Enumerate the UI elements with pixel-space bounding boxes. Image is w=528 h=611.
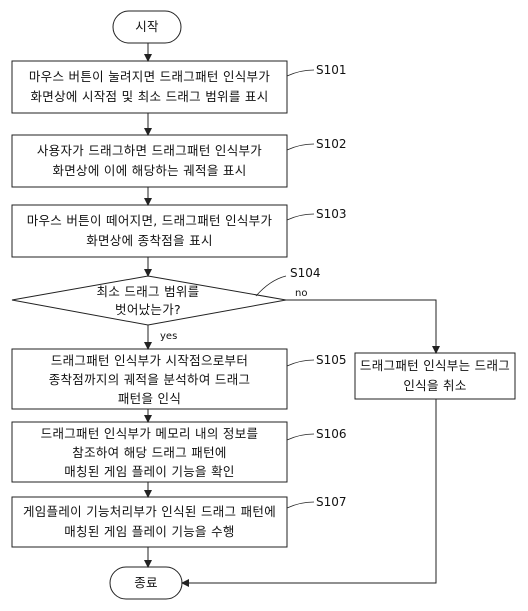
cancel-box xyxy=(354,352,516,400)
step-label-s103: S103 xyxy=(316,207,347,221)
branch-yes-label: yes xyxy=(160,331,178,342)
step-label-s102: S102 xyxy=(316,137,347,151)
decision-s104-text: 최소 드래그 범위를 벗어났는가? xyxy=(96,284,200,317)
step-label-s105: S105 xyxy=(316,353,347,367)
leader-s104 xyxy=(255,275,287,297)
step-s107-text: 게임플레이 기능처리부가 인식된 드래그 패턴에 매칭된 게임 플레이 기능을 … xyxy=(22,504,277,539)
start-terminal xyxy=(112,10,182,44)
leader-s103 xyxy=(286,213,315,221)
step-label-s106: S106 xyxy=(316,427,347,441)
end-label: 종료 xyxy=(134,575,158,590)
step-s102-text: 사용자가 드래그하면 드래그패턴 인식부가 화면상에 이에 해당하는 궤적을 표… xyxy=(36,143,263,178)
step-s106-text: 드래그패턴 인식부가 메모리 내의 정보를 참조하여 해당 드래그 패턴에 매칭… xyxy=(40,425,259,479)
branch-no-label: no xyxy=(295,288,308,299)
step-s101-box xyxy=(11,60,288,114)
cancel-box-text: 드래그패턴 인식부는 드래그 인식을 취소 xyxy=(359,358,511,393)
step-label-s101: S101 xyxy=(316,63,347,77)
leader-s101 xyxy=(286,69,315,77)
step-s103-text: 마우스 버튼이 떼어지면, 드래그패턴 인식부가 화면상에 종착점을 표시 xyxy=(26,213,273,248)
step-s105-text: 드래그패턴 인식부가 시작점으로부터 종착점까지의 궤적을 분석하여 드래그 패… xyxy=(48,352,251,406)
step-s101-text: 마우스 버튼이 눌려지면 드래그패턴 인식부가 화면상에 시작점 및 최소 드래… xyxy=(28,69,271,104)
leader-s105 xyxy=(286,359,315,367)
arrow-cancel-end xyxy=(181,399,437,587)
step-label-s104: S104 xyxy=(290,266,321,280)
arrow-s104-cancel xyxy=(286,299,440,354)
leader-s107 xyxy=(286,501,315,509)
leader-s106 xyxy=(286,433,315,441)
step-label-s107: S107 xyxy=(316,495,347,509)
start-label: 시작 xyxy=(135,19,159,34)
leader-s102 xyxy=(286,143,315,151)
step-s103-box xyxy=(11,204,288,258)
